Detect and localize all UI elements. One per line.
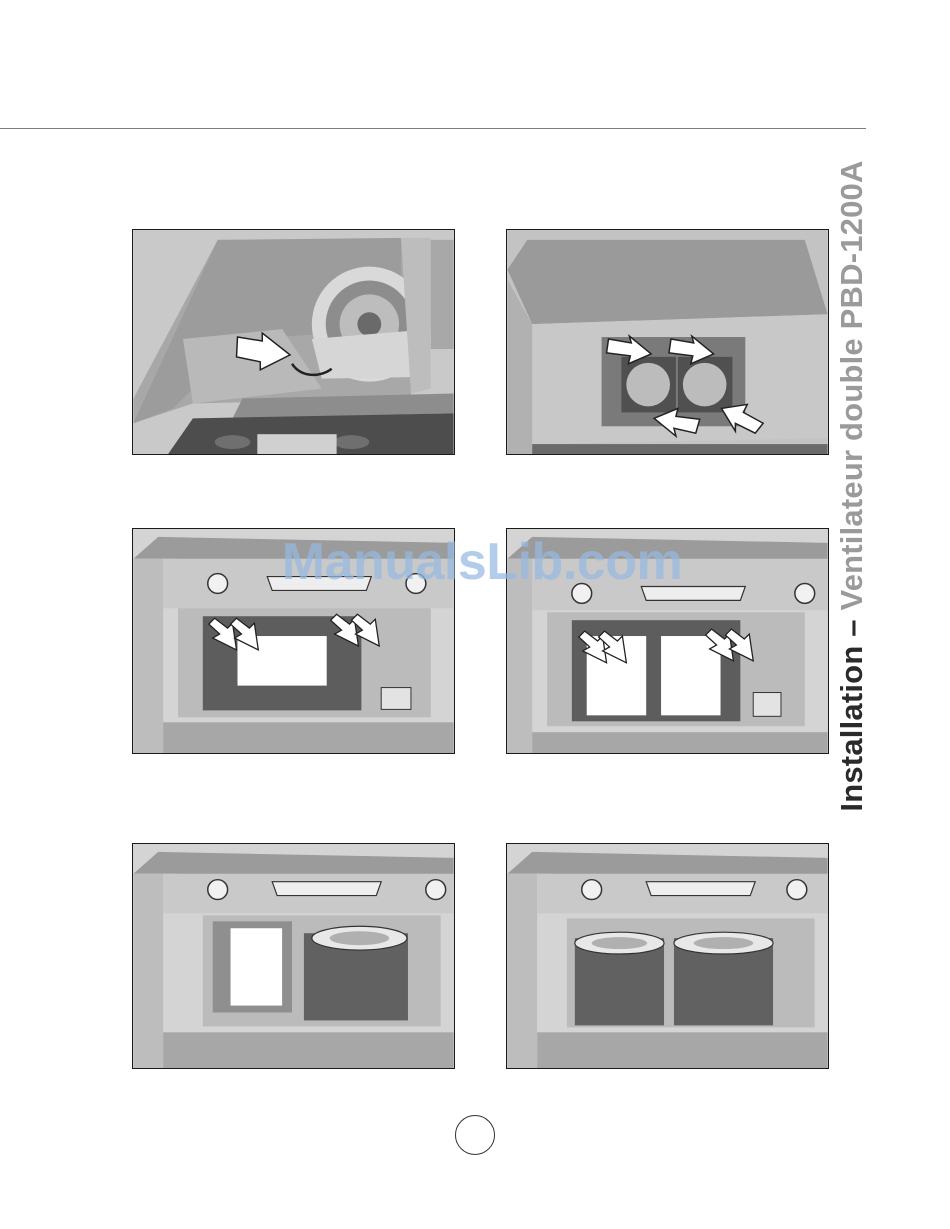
figure-two-blowers [506, 843, 829, 1069]
figure-single-plate [132, 528, 455, 754]
figure-double-blower-underside [506, 229, 829, 455]
illustration-double-plate [507, 529, 828, 753]
figure-single-blower [132, 843, 455, 1069]
illustration-single-plate [133, 529, 454, 753]
header-rule [0, 128, 866, 129]
side-title-sub: Ventilateur double PBD-1200A [834, 160, 869, 610]
illustration-blower-wire [133, 230, 454, 454]
side-title-main: Installation – [834, 610, 869, 811]
page-side-title: Installation – Ventilateur double PBD-12… [834, 160, 870, 811]
illustration-double-blower-underside [507, 230, 828, 454]
figure-blower-wire [132, 229, 455, 455]
page-number-circle [455, 1115, 495, 1155]
illustration-two-blowers [507, 844, 828, 1068]
figure-double-plate [506, 528, 829, 754]
illustration-single-blower [133, 844, 454, 1068]
